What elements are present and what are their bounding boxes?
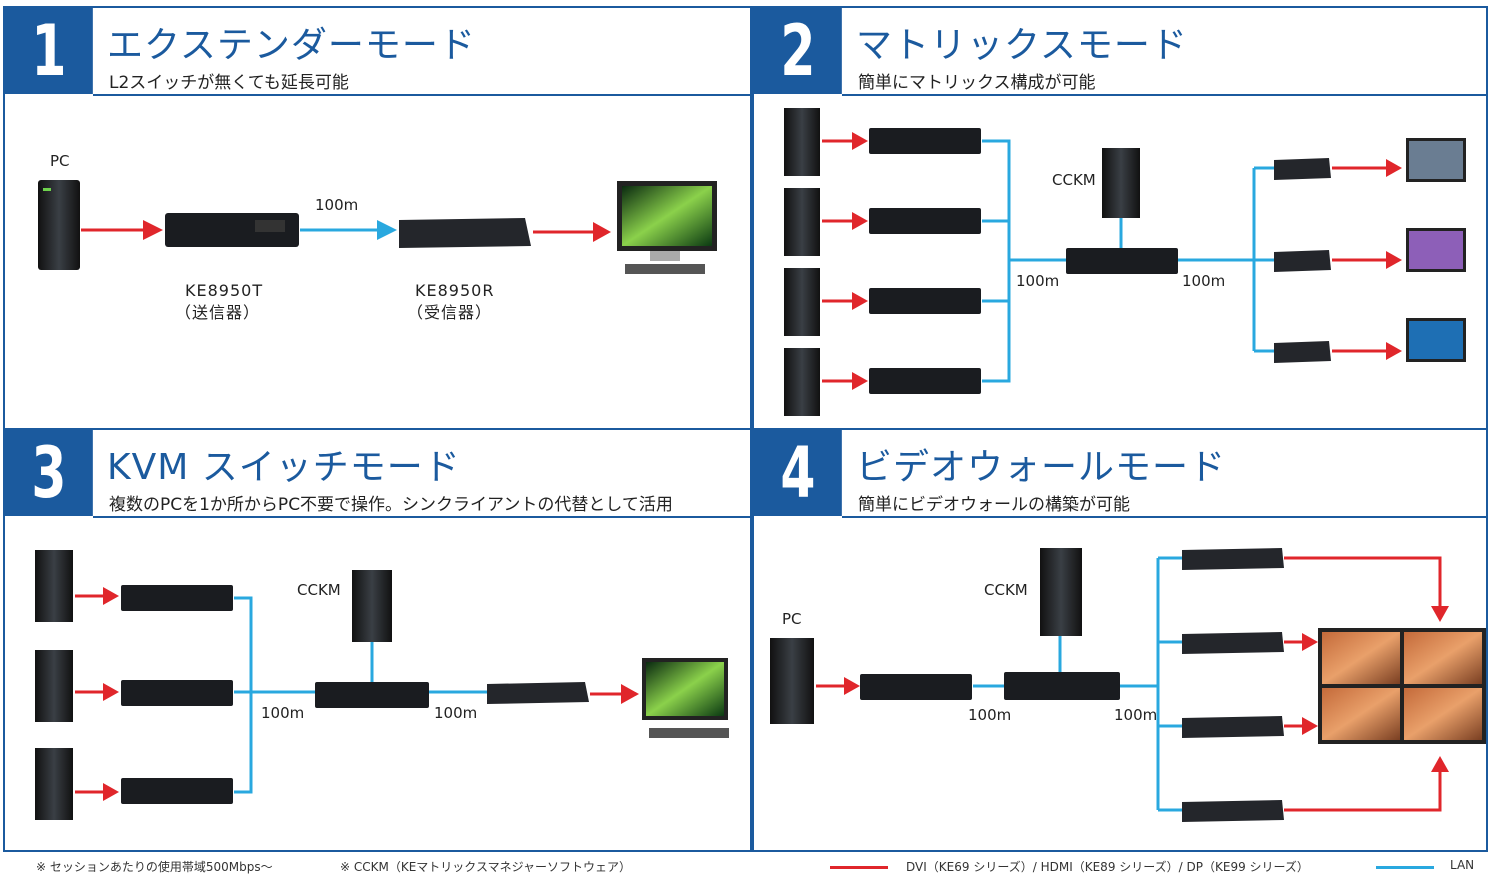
distance-label-left: 100m	[261, 704, 305, 722]
panel-extender-mode: 1 エクステンダーモード L2スイッチが無くても延長可能 PC 100m KE8…	[3, 6, 752, 430]
legend-lan-swatch	[1376, 866, 1434, 869]
header-rule	[842, 516, 1486, 518]
cckm-label: CCKM	[297, 581, 341, 599]
panel-number: 1	[5, 8, 93, 94]
header-rule	[93, 516, 750, 518]
matrix-diagram	[784, 108, 1466, 416]
distance-label-left: 100m	[968, 706, 1012, 724]
header-rule	[842, 94, 1486, 96]
panel-number: 3	[5, 430, 93, 516]
monitor	[617, 181, 717, 274]
tx-model-label: KE8950T	[185, 281, 264, 300]
extender-diagram	[38, 180, 717, 274]
legend-lan-label: LAN	[1450, 858, 1475, 872]
panel-subtitle: L2スイッチが無くても延長可能	[109, 73, 349, 93]
pc-label: PC	[50, 152, 70, 170]
pc-tower	[38, 180, 80, 270]
rx-role-label: （受信器）	[407, 303, 493, 322]
distance-label-right: 100m	[1182, 272, 1226, 290]
panel-kvm-switch-mode: 3 KVM スイッチモード 複数のPCを1か所からPC不要で操作。シンクライアン…	[3, 428, 752, 852]
panel-number: 4	[754, 430, 842, 516]
panel-title: KVM スイッチモード	[107, 447, 461, 488]
cckm-label: CCKM	[984, 581, 1028, 599]
footnote-bandwidth: ※ セッションあたりの使用帯域500Mbps〜	[36, 860, 273, 874]
receiver-unit	[399, 218, 531, 248]
video-wall-diagram	[770, 548, 1486, 822]
rx-model-label: KE8950R	[415, 281, 495, 300]
transmitter-unit	[165, 213, 299, 247]
distance-label-right: 100m	[434, 704, 478, 722]
cckm-label: CCKM	[1052, 171, 1096, 189]
panel-title: マトリックスモード	[856, 25, 1188, 66]
panel-number: 2	[754, 8, 842, 94]
distance-label-left: 100m	[1016, 272, 1060, 290]
pc-label: PC	[782, 610, 802, 628]
kvm-switch-diagram	[35, 550, 729, 820]
panel-video-wall-mode: 4 ビデオウォールモード 簡単にビデオウォールの構築が可能	[752, 428, 1488, 852]
panel-subtitle: 簡単にマトリックス構成が可能	[858, 73, 1096, 93]
panel-subtitle: 複数のPCを1か所からPC不要で操作。シンクライアントの代替として活用	[109, 495, 673, 515]
panel-title: エクステンダーモード	[107, 25, 476, 66]
panel-title: ビデオウォールモード	[856, 447, 1227, 488]
distance-label: 100m	[315, 196, 359, 214]
panel-subtitle: 簡単にビデオウォールの構築が可能	[858, 495, 1130, 515]
legend-video-label: DVI（KE69 シリーズ）/ HDMI（KE89 シリーズ）/ DP（KE99…	[906, 860, 1309, 874]
distance-label-right: 100m	[1114, 706, 1158, 724]
panel-matrix-mode: 2 マトリックスモード 簡単にマトリックス構成が可能	[752, 6, 1488, 430]
footnote-cckm: ※ CCKM（KEマトリックスマネジャーソフトウェア）	[340, 860, 631, 874]
header-rule	[93, 94, 750, 96]
tx-role-label: （送信器）	[175, 303, 261, 322]
legend-video-swatch	[830, 866, 888, 869]
